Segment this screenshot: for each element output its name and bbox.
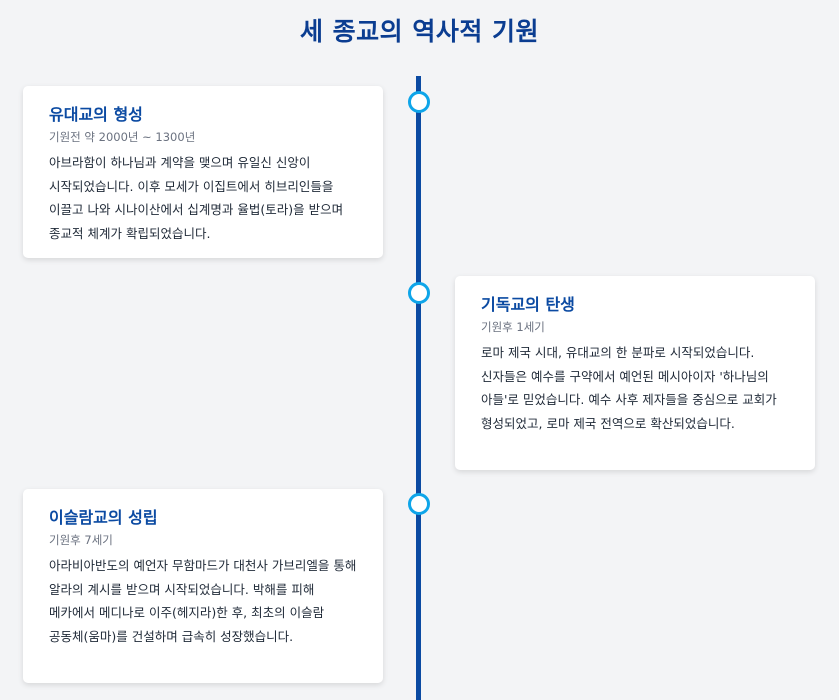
event-period: 기원후 1세기 <box>481 320 545 334</box>
event-title: 기독교의 탄생 <box>481 295 575 314</box>
event-card-christianity: 기독교의 탄생 기원후 1세기 로마 제국 시대, 유대교의 한 분파로 시작되… <box>455 276 815 470</box>
page-title: 세 종교의 역사적 기원 <box>299 17 540 46</box>
event-period: 기원후 7세기 <box>49 533 113 547</box>
timeline-node-islam <box>408 493 430 515</box>
event-description: 로마 제국 시대, 유대교의 한 분파로 시작되었습니다. 신자들은 예수를 구… <box>481 345 777 431</box>
event-card-judaism: 유대교의 형성 기원전 약 2000년 ~ 1300년 아브라함이 하나님과 계… <box>23 86 383 258</box>
timeline-node-judaism <box>408 91 430 113</box>
event-card-islam: 이슬람교의 성립 기원후 7세기 아라비아반도의 예언자 무함마드가 대천사 가… <box>23 489 383 683</box>
event-title: 이슬람교의 성립 <box>49 508 158 527</box>
timeline-line <box>416 76 421 700</box>
event-description: 아브라함이 하나님과 계약을 맺으며 유일신 신앙이 시작되었습니다. 이후 모… <box>49 155 344 241</box>
timeline-node-christianity <box>408 282 430 304</box>
event-period: 기원전 약 2000년 ~ 1300년 <box>49 130 196 144</box>
event-description: 아라비아반도의 예언자 무함마드가 대천사 가브리엘을 통해 알라의 계시를 받… <box>49 558 357 644</box>
event-title: 유대교의 형성 <box>49 105 143 124</box>
